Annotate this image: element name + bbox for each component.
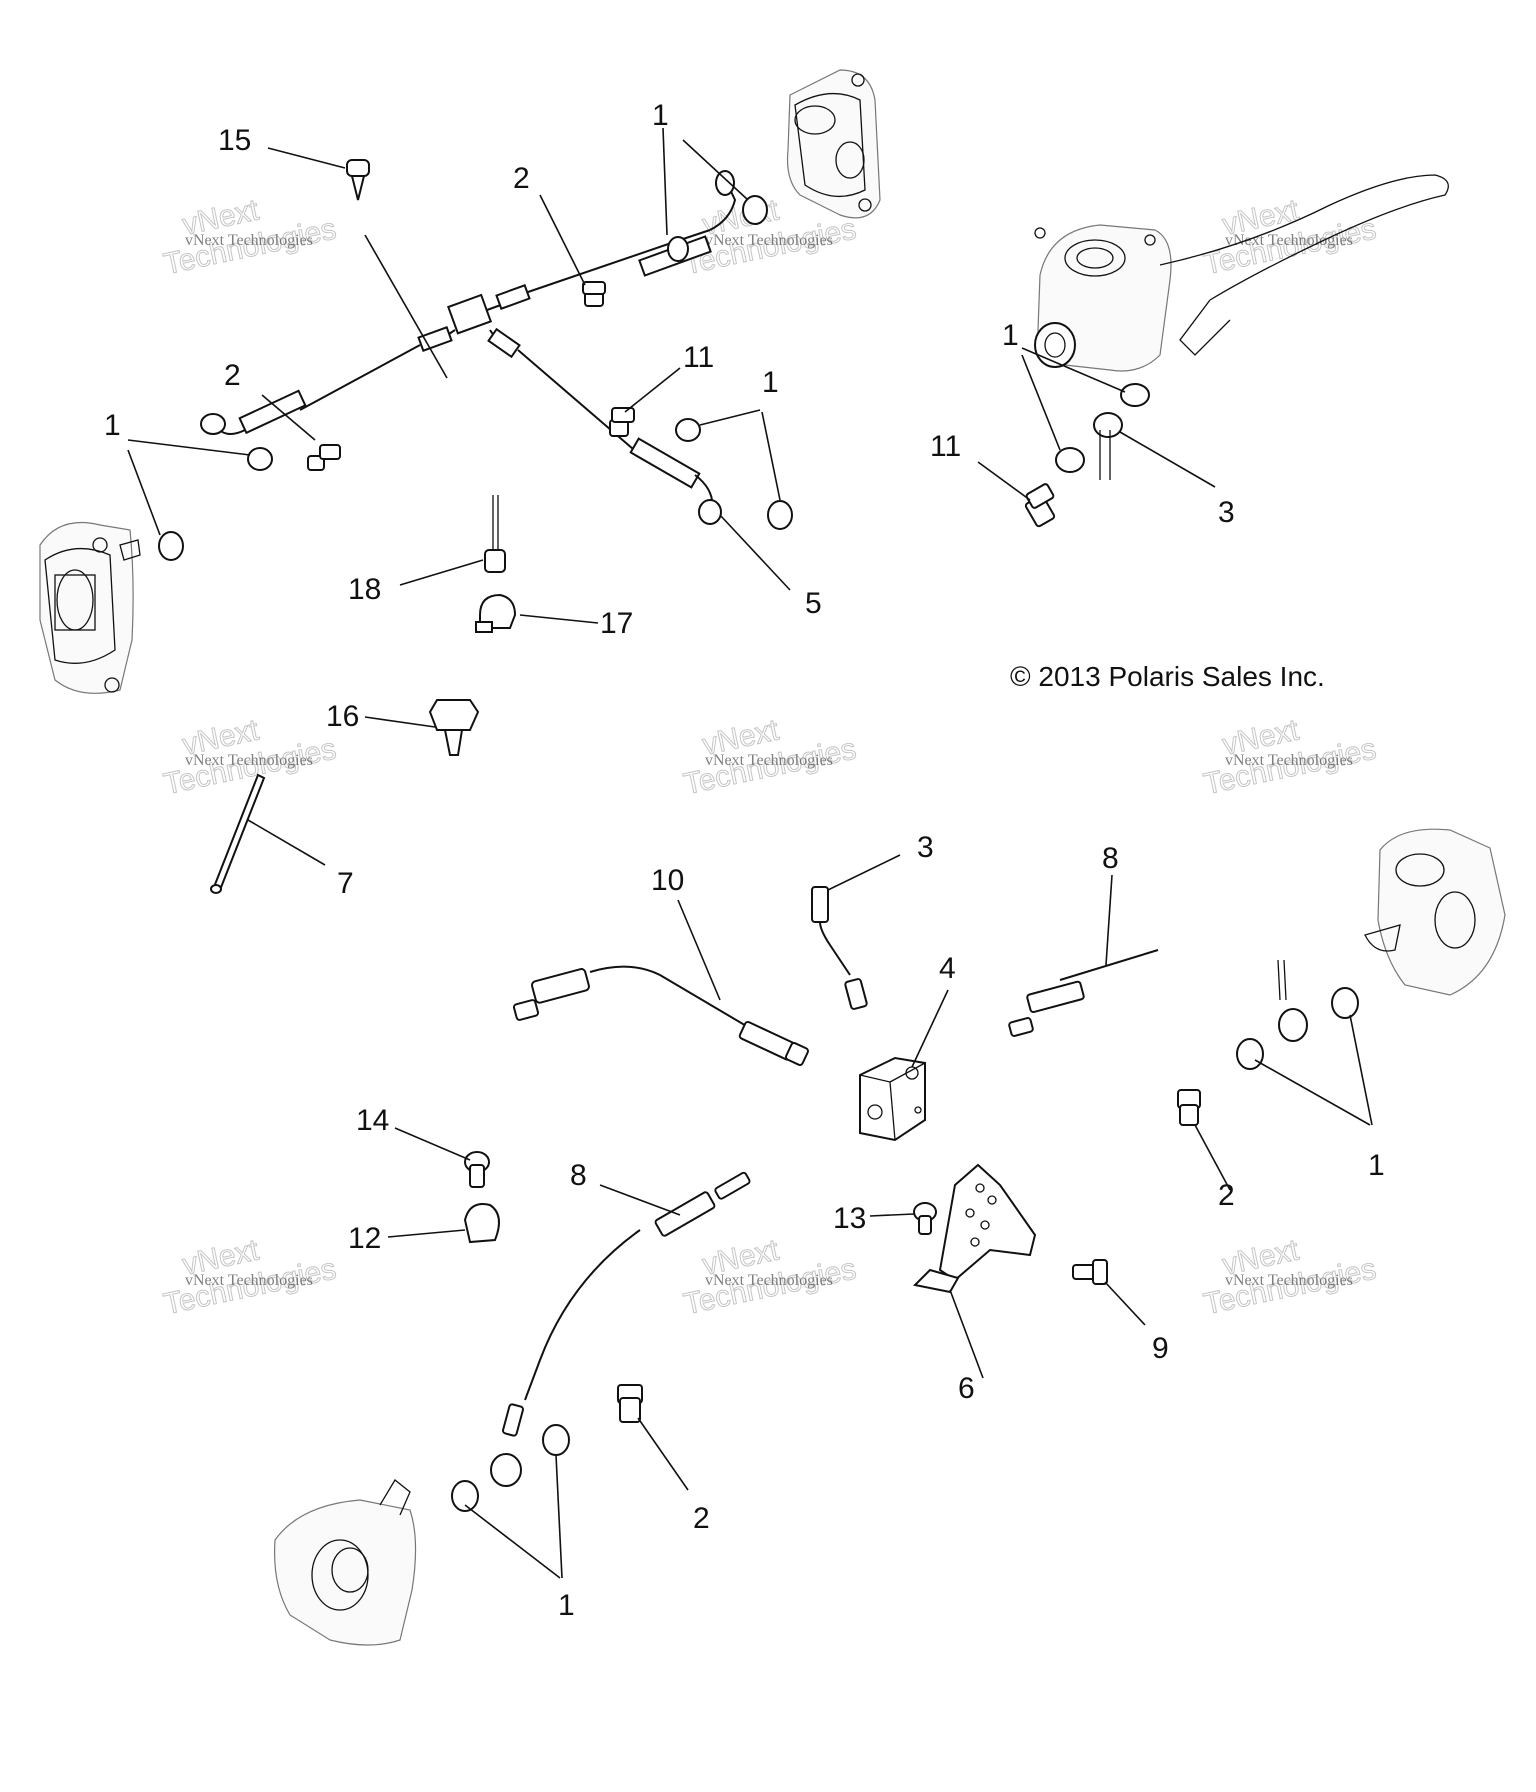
washer-icon: [742, 195, 768, 225]
junction-block-4: [859, 1056, 926, 1142]
caliper-upper-left: [39, 521, 141, 694]
callout-17: 17: [600, 607, 633, 640]
callout-13: 13: [833, 1202, 866, 1235]
callout-11: 11: [930, 430, 961, 463]
clamp-icon: [475, 593, 517, 633]
callout-6: 6: [958, 1372, 975, 1405]
callout-5: 5: [805, 587, 822, 620]
callout-10: 10: [651, 864, 684, 897]
bolt-icon: [307, 444, 341, 471]
callout-1: 1: [1002, 319, 1019, 352]
leader-14: [394, 1127, 471, 1161]
leader-8-right: [1105, 874, 1113, 966]
grommet-icon: [484, 495, 506, 573]
leader-13: [869, 1213, 915, 1217]
callout-15: 15: [218, 124, 251, 157]
right-hose-end: [1277, 959, 1308, 1042]
washer-icon: [451, 1480, 479, 1512]
callout-12: 12: [348, 1222, 381, 1255]
watermark-text: vNext Technologies: [1225, 752, 1353, 769]
callout-9: 9: [1152, 1332, 1169, 1365]
caliper-upper-right: [786, 69, 881, 219]
callout-3: 3: [917, 831, 934, 864]
washer-icon: [675, 418, 701, 442]
callout-1: 1: [762, 366, 779, 399]
callout-16: 16: [326, 700, 359, 733]
push-rivet-icon: [346, 159, 370, 201]
upper-hardware: [158, 159, 793, 633]
watermark-group: vNext Technologies vNext Technologies vN…: [160, 193, 1379, 1322]
bolt-icon: [617, 1384, 643, 1423]
washer-icon: [1236, 1038, 1264, 1070]
callout-1: 1: [104, 409, 121, 442]
bolt-9-icon: [1072, 1259, 1108, 1285]
leader-4: [911, 989, 949, 1068]
master-cylinder-hardware: [1024, 383, 1150, 528]
watermark-text: vNext Technologies: [1225, 1272, 1353, 1289]
washer-icon: [1331, 987, 1359, 1019]
rivet-14-icon: [464, 1151, 490, 1188]
leader-12: [387, 1229, 466, 1238]
callout-18: 18: [348, 573, 381, 606]
callout-2: 2: [1218, 1179, 1235, 1212]
callout-11: 11: [683, 341, 714, 374]
bracket-6: [912, 1163, 1037, 1294]
leader-7: [247, 819, 326, 866]
hose-3-lower: [811, 886, 868, 1010]
watermark-text: vNext Technologies: [185, 752, 313, 769]
leader-16: [364, 716, 436, 728]
hose-10: [512, 965, 809, 1066]
callout-1: 1: [1368, 1149, 1385, 1182]
watermark-text: vNext Technologies: [705, 232, 833, 249]
clip-16-icon: [428, 699, 480, 756]
bolt-icon: [582, 281, 606, 307]
callout-1: 1: [652, 99, 669, 132]
caliper-lower-left: [273, 1479, 417, 1646]
callout-14: 14: [356, 1104, 389, 1137]
callout-7: 7: [337, 867, 354, 900]
callout-8: 8: [570, 1159, 587, 1192]
callout-8: 8: [1102, 842, 1119, 875]
screw-13-icon: [913, 1202, 937, 1235]
washer-icon: [767, 500, 793, 530]
watermark-text: vNext Technologies: [185, 232, 313, 249]
leader-10: [677, 899, 721, 1001]
right-lower-leaders: [1194, 1014, 1373, 1191]
watermark-text: vNext Technologies: [185, 1272, 313, 1289]
leader-8-lower: [599, 1184, 681, 1216]
washer-icon: [247, 447, 273, 471]
master-cylinder-assembly: [1034, 174, 1449, 372]
washer-icon: [1093, 412, 1123, 438]
callout-labels: 15 2 1 2 1 11 1 5 18 17 1 11 3 © 2013 Po…: [104, 99, 1385, 1622]
callout-1: 1: [558, 1589, 575, 1622]
lower-left-leaders: [464, 1417, 689, 1579]
watermark-text: vNext Technologies: [705, 1272, 833, 1289]
leader-6: [949, 1289, 984, 1379]
callout-2: 2: [693, 1502, 710, 1535]
bolt-icon: [1177, 1089, 1201, 1126]
washer-icon: [667, 236, 689, 262]
bolt-icon: [1024, 483, 1056, 528]
copyright-text: © 2013 Polaris Sales Inc.: [1010, 661, 1325, 692]
callout-2: 2: [513, 162, 530, 195]
callout-3: 3: [1218, 496, 1235, 529]
tube-7: [210, 773, 266, 894]
hose-8-lower: [490, 1171, 751, 1487]
washer-icon: [542, 1424, 570, 1456]
caliper-lower-right: [1364, 828, 1506, 996]
watermark-text: vNext Technologies: [705, 752, 833, 769]
washer-icon: [1120, 383, 1150, 407]
washer-icon: [1055, 447, 1085, 473]
hose-8-right: [1008, 949, 1159, 1037]
leader-3-lower: [827, 854, 901, 891]
callout-2: 2: [224, 359, 241, 392]
bolt-icon: [609, 407, 635, 437]
upper-leaders: [127, 127, 1216, 624]
clamp-12-icon: [463, 1203, 500, 1244]
washer-icon: [158, 531, 184, 561]
leader-9: [1104, 1281, 1146, 1326]
callout-4: 4: [939, 952, 956, 985]
